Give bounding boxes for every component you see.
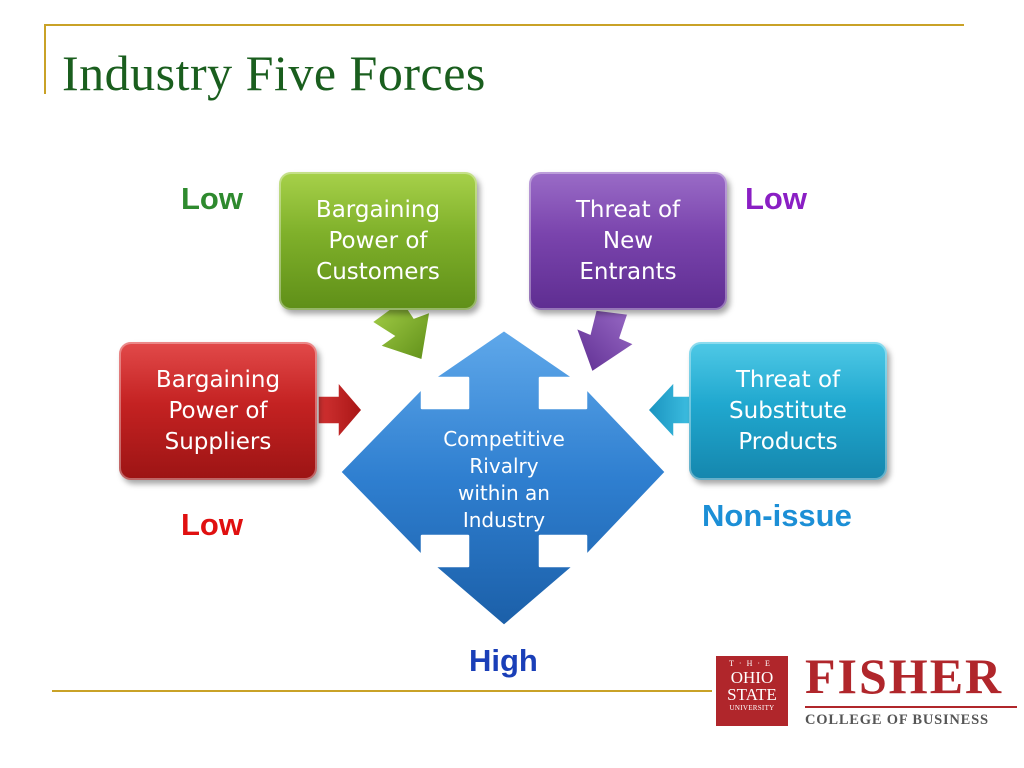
force-substitutes-box: Threat of Substitute Products bbox=[689, 342, 887, 480]
rating-substitutes: Non-issue bbox=[702, 498, 852, 533]
seal-university: UNIVERSITY bbox=[729, 704, 775, 712]
force-new-entrants-label: Threat of New Entrants bbox=[575, 196, 681, 285]
force-substitutes-label: Threat of Substitute Products bbox=[729, 366, 847, 455]
top-rule bbox=[44, 24, 964, 26]
fisher-wordmark: FISHER bbox=[805, 648, 1004, 704]
rivalry-label: Competitive Rivalry within an Industry bbox=[443, 427, 565, 532]
college-of-business: COLLEGE OF BUSINESS bbox=[805, 712, 989, 728]
force-new-entrants-box: Threat of New Entrants bbox=[529, 172, 727, 310]
force-customers-label: Bargaining Power of Customers bbox=[315, 196, 441, 285]
force-suppliers-box: Bargaining Power of Suppliers bbox=[119, 342, 317, 480]
rating-customers: Low bbox=[181, 181, 243, 216]
rating-suppliers: Low bbox=[181, 507, 243, 542]
arrow-entrants-to-rivalry bbox=[574, 309, 636, 374]
seal-state: STATE bbox=[727, 685, 777, 704]
arrow-substitutes-to-rivalry bbox=[646, 380, 691, 440]
rating-new-entrants: Low bbox=[745, 181, 807, 216]
arrow-suppliers-to-rivalry bbox=[317, 379, 363, 441]
bottom-rule bbox=[52, 690, 712, 692]
seal-ohio: OHIO bbox=[730, 668, 774, 687]
fisher-logo: T·H·E OHIO STATE UNIVERSITY FISHER COLLE… bbox=[716, 648, 1022, 732]
fisher-rule bbox=[805, 706, 1017, 708]
force-suppliers-label: Bargaining Power of Suppliers bbox=[155, 366, 281, 455]
left-rule bbox=[44, 24, 46, 94]
force-customers-box: Bargaining Power of Customers bbox=[279, 172, 477, 310]
slide-title: Industry Five Forces bbox=[62, 45, 486, 101]
seal-the: T·H·E bbox=[729, 659, 775, 668]
ohio-state-seal: T·H·E OHIO STATE UNIVERSITY bbox=[716, 656, 788, 726]
rating-rivalry: High bbox=[469, 643, 538, 678]
rivalry-quad-arrow bbox=[338, 328, 668, 628]
